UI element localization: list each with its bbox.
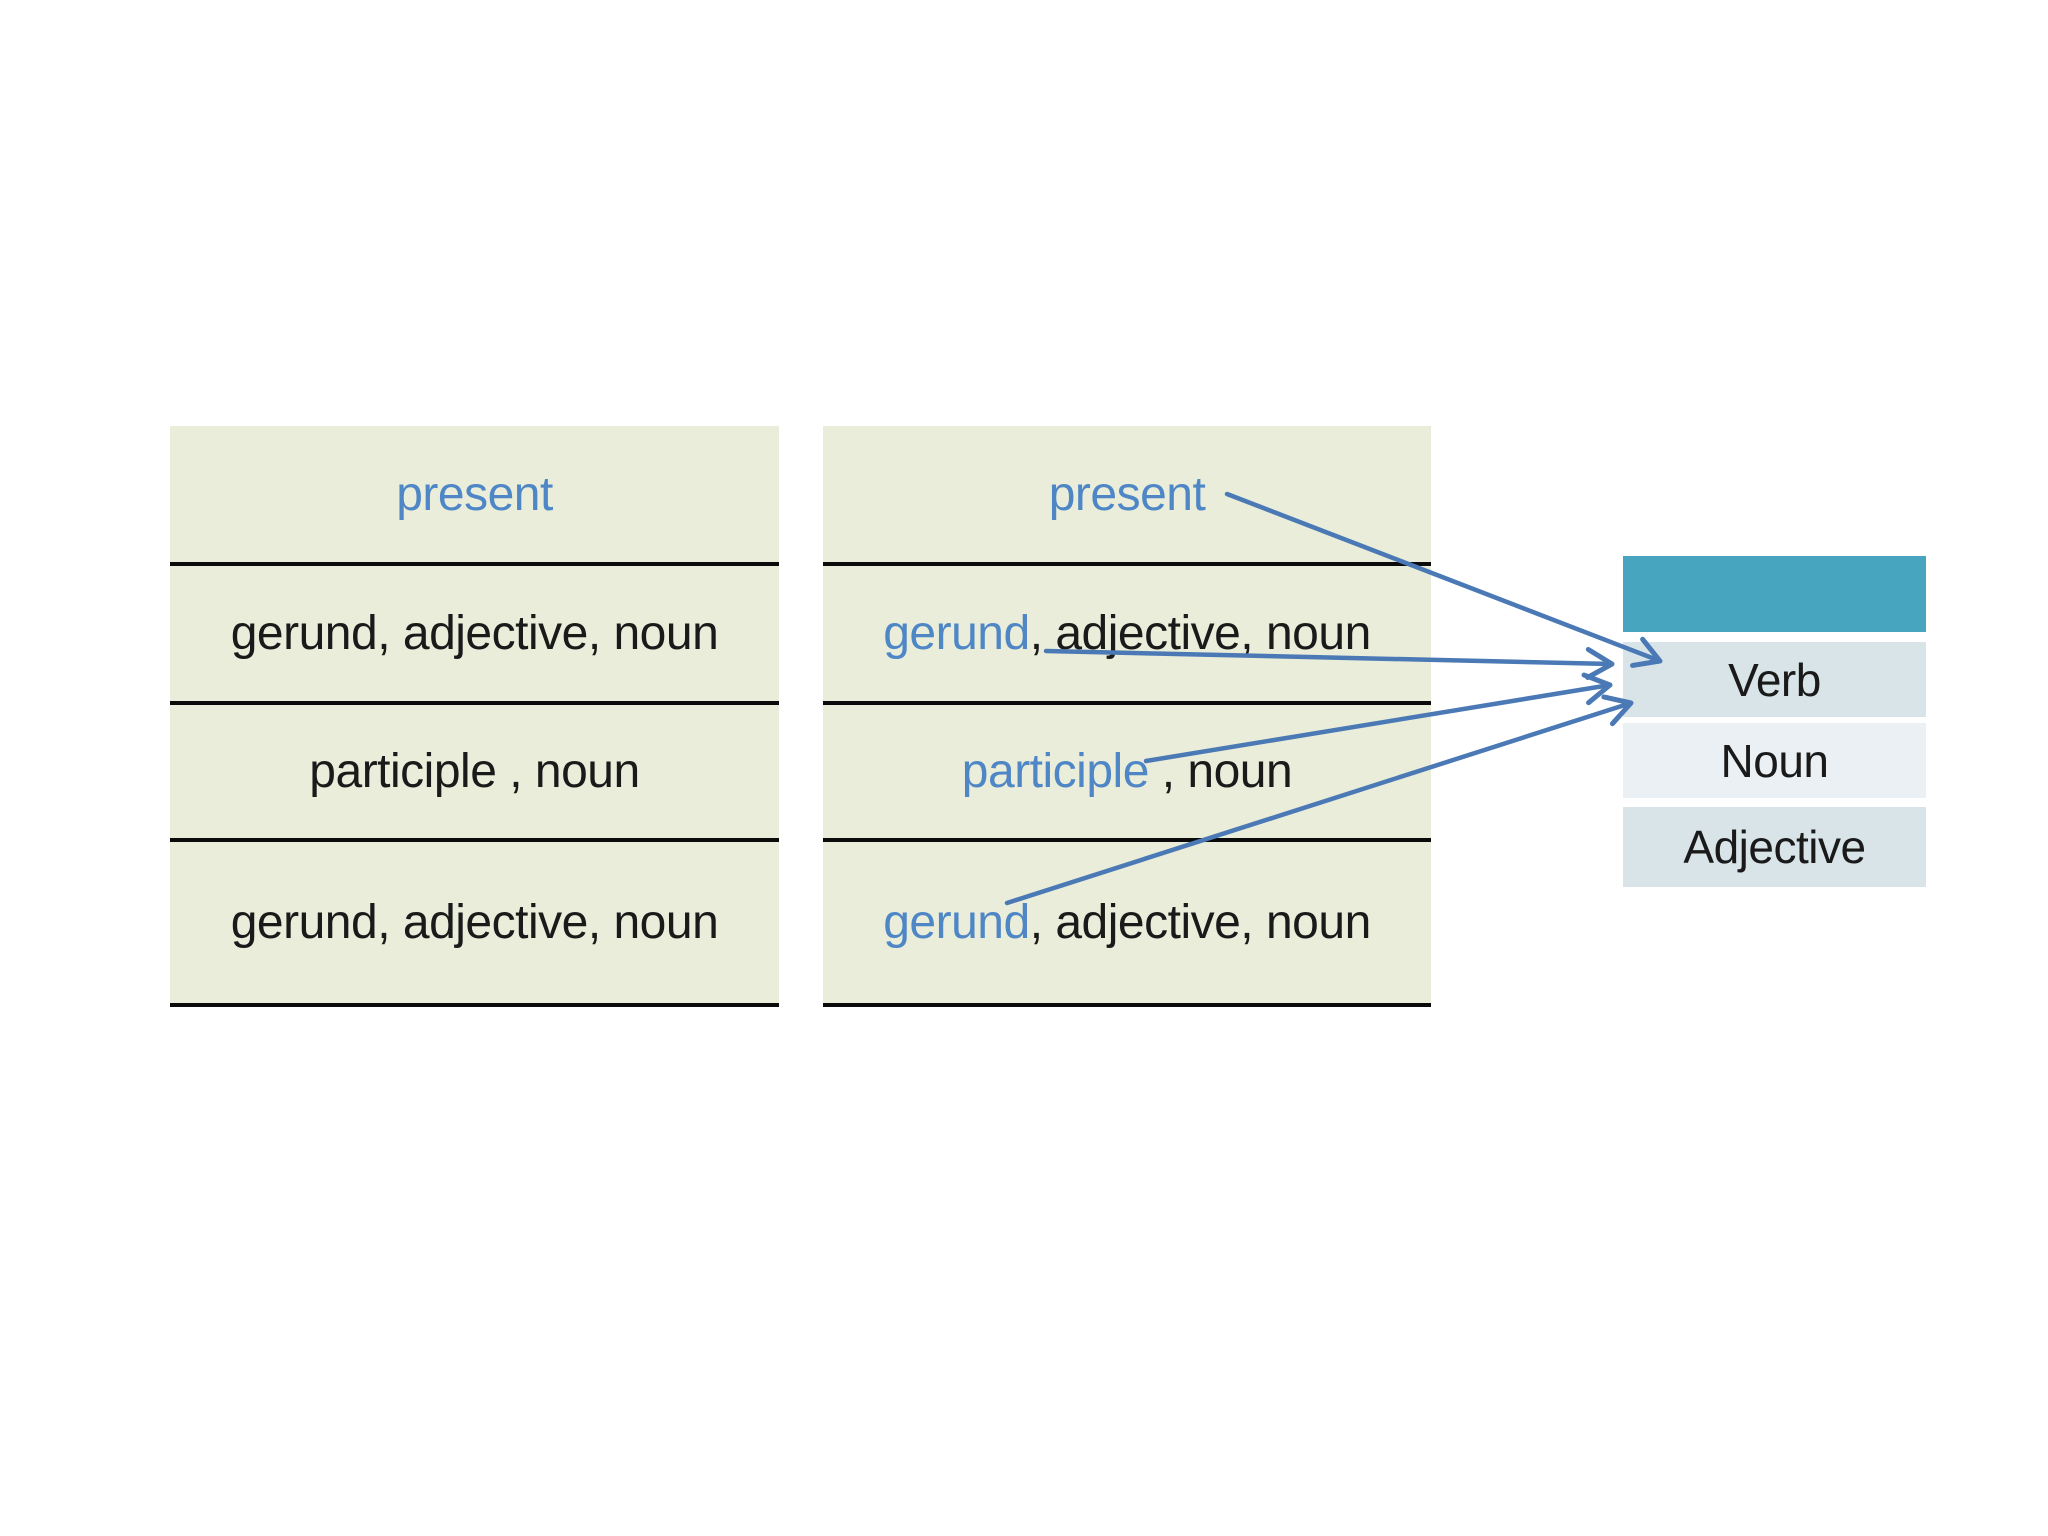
- table-row: gerund, adjective, noun: [170, 842, 779, 1007]
- table-row: gerund, adjective, noun: [823, 842, 1431, 1007]
- table-row: present: [823, 426, 1431, 566]
- row-text-blue: gerund: [883, 896, 1030, 949]
- row-text-blue: gerund: [883, 607, 1030, 660]
- row-text-black: , adjective, noun: [1029, 607, 1372, 660]
- row-text-black: , adjective, noun: [1029, 896, 1372, 949]
- row-text-blue: present: [396, 467, 553, 521]
- target-row-verb: Verb: [1623, 642, 1926, 717]
- target-table-header: [1623, 556, 1926, 632]
- table-row: present: [170, 426, 779, 566]
- target-row-adjective: Adjective: [1623, 807, 1926, 887]
- target-row-noun: Noun: [1623, 723, 1926, 798]
- row-text-blue: participle: [961, 745, 1150, 798]
- row-text-black: participle , noun: [309, 745, 640, 798]
- table-row: gerund, adjective, noun: [823, 566, 1431, 705]
- row-text-black: gerund, adjective, noun: [230, 896, 719, 949]
- table-row: participle , noun: [823, 705, 1431, 842]
- source-table-left: present gerund, adjective, noun particip…: [170, 426, 779, 1007]
- row-text-blue: present: [1048, 467, 1206, 521]
- row-text-black: , noun: [1148, 745, 1293, 798]
- row-text-black: gerund, adjective, noun: [230, 607, 719, 660]
- source-table-middle: present gerund, adjective, noun particip…: [823, 426, 1431, 1007]
- table-row: participle , noun: [170, 705, 779, 842]
- table-row: gerund, adjective, noun: [170, 566, 779, 705]
